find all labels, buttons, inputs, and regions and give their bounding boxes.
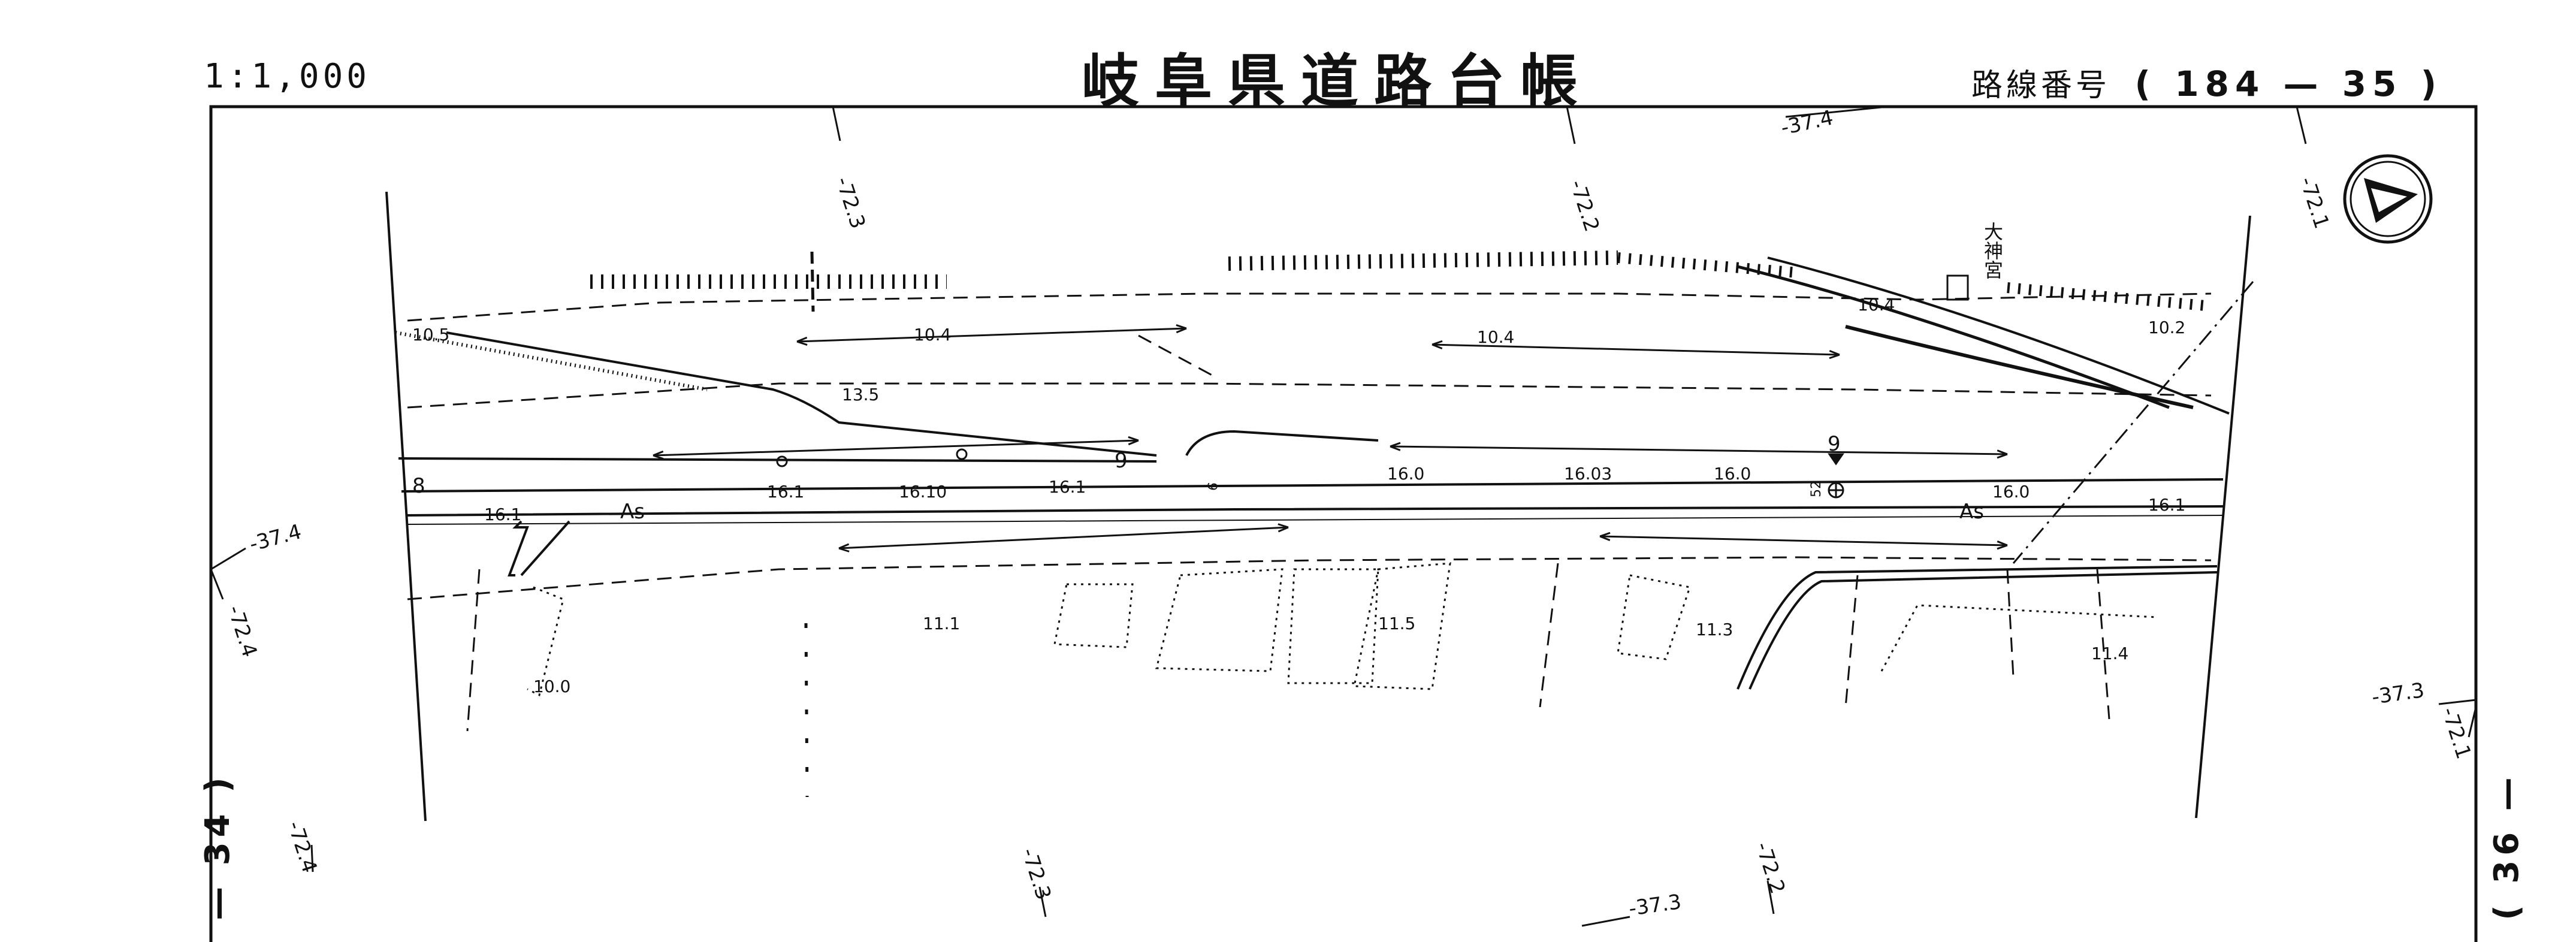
width-label: 16.10	[899, 482, 947, 502]
width-labels: 10.5 10.4 10.4 10.4 10.2 13.5 16.1 16.1 …	[412, 295, 2185, 696]
road-edges	[395, 256, 2230, 690]
route-number-header: 路線番号 ( 184 — 35 )	[1971, 60, 2442, 105]
triangle-marker-icon	[1828, 453, 1844, 466]
arrowhead	[1997, 541, 2008, 550]
width-label: 13.5	[842, 385, 879, 404]
arrowhead	[1997, 449, 2008, 459]
coord-left-1: -37.4	[247, 520, 304, 556]
route-number-value: ( 184 — 35 )	[2134, 64, 2443, 104]
station-label: 8	[412, 474, 425, 498]
width-label: 16.1	[1049, 477, 1086, 497]
arrowhead	[838, 543, 850, 552]
width-label: 11.1	[923, 614, 960, 633]
width-label: 10.2	[2148, 318, 2185, 337]
arrowhead	[1829, 350, 1840, 360]
width-label: 16.03	[1564, 464, 1612, 484]
coord-top-3: -37.4	[1779, 105, 1835, 140]
small-mark: 52	[1809, 481, 1824, 497]
compass-north-arrow-icon	[2343, 154, 2433, 244]
boundary-right	[2195, 215, 2251, 819]
arrowhead	[1278, 523, 1289, 533]
arrowhead	[796, 336, 808, 346]
dashed-boundaries	[407, 281, 2254, 732]
arrowhead	[1432, 340, 1443, 349]
arrowhead	[1599, 532, 1611, 541]
marker-circle-icon	[776, 455, 788, 467]
coord-top-4: -72.1	[2294, 174, 2333, 231]
shrine-icon	[1946, 274, 1969, 301]
dotted-parcels	[527, 562, 2158, 697]
width-label: 10.4	[1477, 327, 1514, 347]
coord-top-1: -72.3	[831, 174, 869, 231]
coord-left-2: -72.4	[222, 602, 261, 660]
station-label: 9	[1115, 449, 1128, 473]
small-mark: 6	[1205, 481, 1221, 492]
width-label: 16.0	[1387, 464, 1424, 484]
width-label: 11.4	[2091, 644, 2128, 663]
route-number-label: 路線番号	[1971, 68, 2111, 104]
width-label: 11.5	[1378, 614, 1415, 633]
width-label: 16.1	[2148, 495, 2185, 515]
arrowhead	[1128, 436, 1139, 446]
arrowhead	[1390, 442, 1401, 451]
width-label: 16.0	[1992, 482, 2030, 502]
width-label: 10.5	[412, 325, 449, 345]
width-label: 10.0	[533, 677, 570, 696]
coordinate-leaders	[210, 105, 2477, 927]
symbol-marks	[776, 448, 1844, 499]
width-label: 16.0	[1714, 464, 1751, 484]
map-frame	[209, 105, 2478, 942]
shrine-label: 大神宮	[1981, 222, 2004, 279]
coord-bottom-2: -72.3	[1016, 845, 1055, 902]
width-arrows	[653, 324, 2008, 552]
coord-top-2: -72.2	[1565, 177, 1603, 234]
width-label: 11.3	[1696, 620, 1733, 639]
page-title: 岐阜県道路台帳	[1082, 47, 1593, 115]
coord-right-1: -37.3	[2370, 678, 2426, 709]
boundary-left	[385, 191, 427, 822]
surface-label: As	[1959, 500, 1984, 524]
arrowhead	[653, 450, 664, 460]
marker-circle-icon	[956, 448, 968, 460]
width-label: 16.1	[767, 482, 804, 502]
surface-label: As	[620, 500, 645, 524]
coord-bottom-4: -37.3	[1627, 890, 1683, 921]
width-label: 16.1	[484, 505, 521, 524]
width-label: 10.4	[914, 325, 951, 345]
slope-hatching	[590, 250, 2206, 311]
coord-bottom-1: -72.4	[282, 818, 321, 875]
survey-line	[804, 251, 815, 798]
small-marks: 6 52	[1205, 481, 1824, 497]
width-label: 10.4	[1858, 295, 1895, 315]
coord-bottom-3: -72.2	[1750, 839, 1789, 896]
arrowhead	[1176, 324, 1187, 334]
station-label: 9	[1828, 432, 1841, 456]
road-annotations: As As 8 9 9	[412, 432, 1984, 524]
map-scale: 1:1,000	[204, 57, 371, 96]
